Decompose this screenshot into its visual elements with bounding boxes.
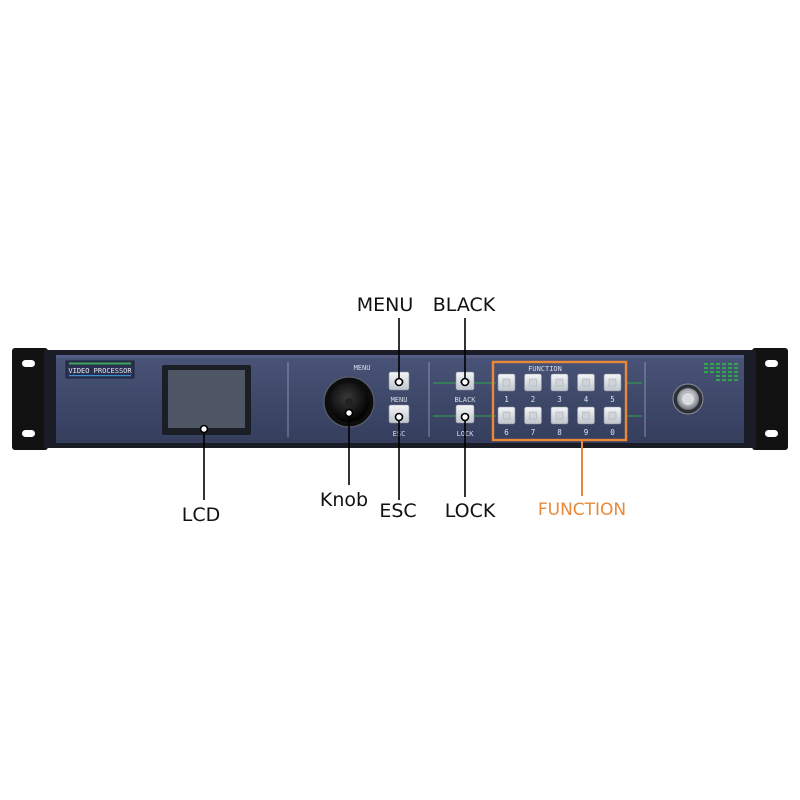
vent-slot [710,371,714,373]
vent-slot [734,371,738,373]
function-keys-row-1: 1 2 3 4 5 [497,373,622,404]
vent-slot [734,363,738,365]
function-key-label: 0 [610,428,615,437]
lock-callout-dot [460,412,470,422]
function-key-label: 5 [610,395,615,404]
power-button[interactable] [672,383,704,415]
vent-slot [716,367,720,369]
vent-slot [716,371,720,373]
menu-callout-label: MENU [357,294,414,316]
vent-slot [716,375,720,377]
function-keys-row-2: 6 7 8 9 0 [497,406,622,437]
function-key-4[interactable] [577,373,595,392]
function-key-label: 4 [584,395,589,404]
function-key-7[interactable] [524,406,542,425]
vent-slot [734,379,738,381]
function-key-8[interactable] [550,406,569,425]
vent-slot [728,367,732,369]
black-callout-dot [460,377,470,387]
function-key-2[interactable] [524,373,542,392]
vent-slot [734,367,738,369]
vent-slot [704,367,708,369]
menu-key-caption: MENU [391,396,408,404]
esc-callout-label: ESC [379,500,416,522]
vent-slot [722,367,726,369]
function-key-label: 3 [557,395,562,404]
function-key-label: 8 [557,428,562,437]
knob-callout-label: Knob [320,489,368,511]
lcd-callout-label: LCD [182,504,220,526]
function-key-6[interactable] [497,406,516,425]
brand-label: VIDEO PROCESSOR [68,367,132,375]
lcd-display [162,365,251,435]
vent-slot [722,371,726,373]
knob-callout-dot [344,408,354,418]
function-key-5[interactable] [603,373,622,392]
vent-slot [734,375,738,377]
vent-slot [728,371,732,373]
vent-slot [710,363,714,365]
vent-slot [722,379,726,381]
function-caption: FUNCTION [528,365,562,373]
vent-slot [728,363,732,365]
function-callout-label: FUNCTION [538,500,626,520]
esc-callout-dot [394,412,404,422]
vent-slot [704,371,708,373]
function-key-0[interactable] [603,406,622,425]
function-highlight-box [491,360,628,442]
function-key-label: 2 [531,395,536,404]
rotary-knob[interactable] [323,376,375,428]
lcd-callout-dot [199,424,209,434]
function-key-label: 9 [584,428,589,437]
rack-ear-right [752,348,788,450]
function-key-3[interactable] [550,373,569,392]
function-key-9[interactable] [577,406,595,425]
vent-slot [716,379,720,381]
black-callout-label: BLACK [433,294,496,316]
vent-slot [710,367,714,369]
menu-callout-dot [394,377,404,387]
vent-slot [728,375,732,377]
knob-caption: MENU [354,364,371,372]
vent-slot [704,363,708,365]
function-key-label: 7 [531,428,536,437]
black-key-caption: BLACK [454,396,476,404]
ventilation-grille [704,363,738,381]
vent-slot [716,363,720,365]
rack-ear-left [12,348,48,450]
function-key-label: 6 [504,428,509,437]
vent-slot [722,375,726,377]
vent-slot [728,379,732,381]
vent-slot [722,363,726,365]
brand-badge: VIDEO PROCESSOR [65,360,135,379]
function-key-label: 1 [504,395,509,404]
function-key-1[interactable] [497,373,516,392]
lock-callout-label: LOCK [445,500,496,522]
